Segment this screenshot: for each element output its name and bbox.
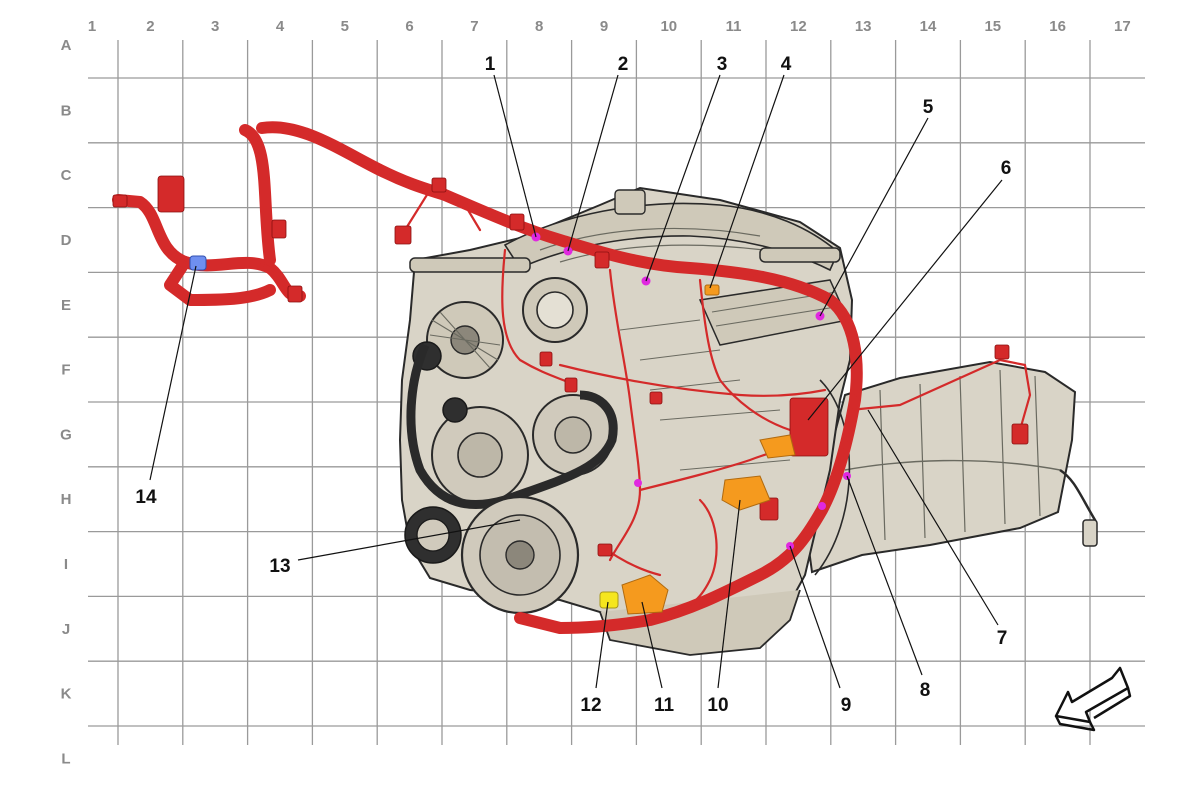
grid-row-label: H (61, 491, 72, 508)
grid-column-label: 14 (920, 18, 937, 35)
grid-column-label: 1 (88, 18, 96, 35)
callout-4: 4 (781, 54, 792, 75)
callout-6: 6 (1001, 158, 1012, 179)
grid-column-label: 11 (726, 18, 742, 35)
callout-1: 1 (485, 54, 496, 75)
component-6-module (789, 397, 829, 457)
callout-7: 7 (997, 628, 1008, 649)
callout-5: 5 (923, 97, 934, 118)
callout-10: 10 (707, 695, 728, 716)
callout-3: 3 (717, 54, 728, 75)
grid-column-label: 15 (984, 18, 1001, 35)
callout-labels: 1 2 3 4 5 6 7 8 9 10 11 12 13 14 (135, 54, 1011, 716)
component-11 (621, 574, 669, 615)
grid-row-label: J (62, 621, 70, 638)
grid-row-label: L (61, 750, 70, 767)
grid-row-label: F (61, 362, 70, 379)
grid-column-label: 17 (1114, 18, 1131, 35)
grid-row-label: K (61, 686, 72, 703)
component-12 (599, 591, 619, 609)
grid-row-label: I (64, 556, 68, 573)
grid-column-label: 3 (211, 18, 219, 35)
callout-8: 8 (920, 680, 931, 701)
callout-13: 13 (269, 556, 290, 577)
grid-row-label: G (60, 426, 72, 443)
component-10 (721, 475, 771, 511)
component-14 (189, 255, 207, 271)
grid-column-label: 10 (660, 18, 677, 35)
callout-2: 2 (618, 54, 629, 75)
grid-row-label: C (61, 167, 72, 184)
grid-row-label: E (61, 297, 71, 314)
grid-column-label: 8 (535, 18, 543, 35)
grid-column-label: 16 (1049, 18, 1066, 35)
grid-row-label: B (61, 102, 72, 119)
grid-row-label: A (61, 37, 72, 54)
grid-column-label: 2 (146, 18, 154, 35)
grid-row-labels: A B C D E F G H I J K L (60, 37, 72, 767)
callout-12: 12 (580, 695, 601, 716)
callout-11: 11 (654, 695, 675, 716)
front-arrow-icon (1054, 666, 1132, 732)
grid-column-label: 13 (855, 18, 872, 35)
grid-column-label: 4 (276, 18, 285, 35)
engine-illustration (398, 186, 1098, 656)
callout-14: 14 (135, 487, 157, 508)
grid-column-label: 5 (341, 18, 349, 35)
callout-9: 9 (841, 695, 852, 716)
grid-column-label: 7 (470, 18, 478, 35)
callout-leaders (149, 74, 1003, 689)
wiring-harness (112, 121, 1032, 634)
grid-column-label: 6 (405, 18, 413, 35)
grid-column-label: 9 (600, 18, 608, 35)
grid-row-label: D (61, 232, 72, 249)
grid-column-label: 12 (790, 18, 807, 35)
